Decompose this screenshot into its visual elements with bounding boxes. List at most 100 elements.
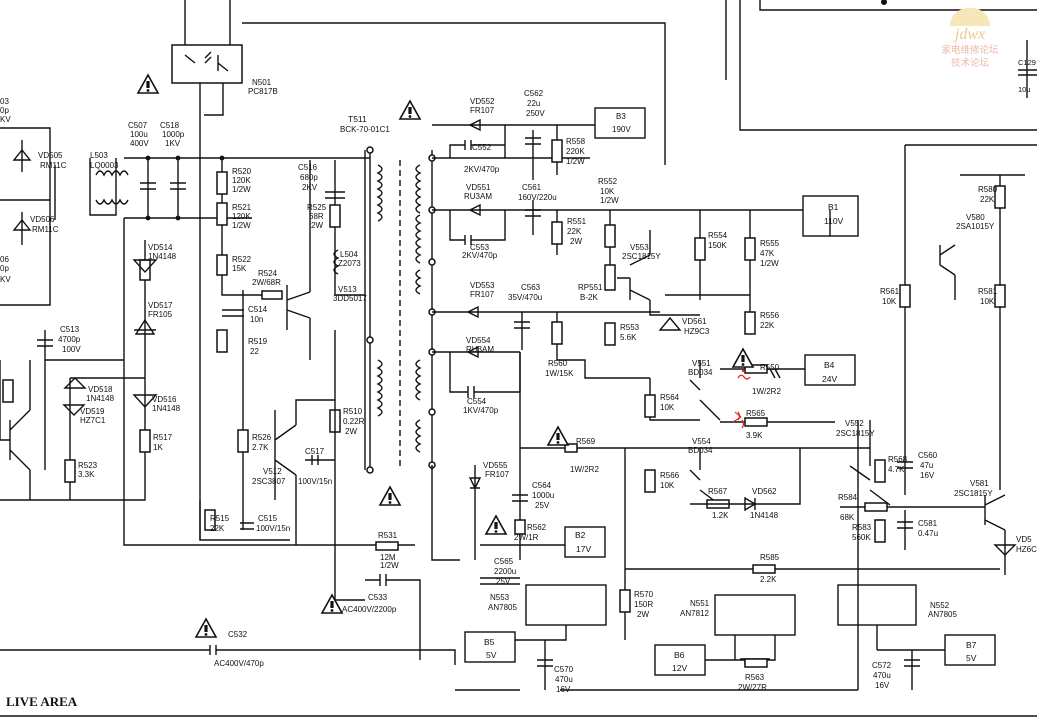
label-components-b3-0: B3 [616,112,626,121]
label-components-r569-0: R569 [576,437,596,446]
label-components-c581-0: C581 [918,519,938,528]
label-components-rp551-1: B-2K [580,293,598,302]
label-components-r558-0: R558 [566,137,586,146]
label-components-vd505-0: VD505 [38,151,63,160]
label-components-r563-1: 2W/27R [738,683,767,692]
label-components-r581-1: 10K [980,297,995,306]
watermark-brand: jdwx [954,26,986,43]
label-components-r517-1: 1K [153,443,163,452]
label-components-v554-0: V554 [692,437,711,446]
label-components-r555-0: R555 [760,239,780,248]
label-components-c552-1: 2KV/470p [464,165,500,174]
label-components-cut_a-1: 0p [0,106,9,115]
label-components-c564-0: C564 [532,481,552,490]
label-components-r521-0: R521 [232,203,252,212]
label-components-r531-1: 12M [380,553,396,562]
label-components-r531-2: 1/2W [380,561,399,570]
primary-parts [0,150,456,665]
label-components-c564-1: 1000u [532,491,554,500]
label-components-vd555-1: FR107 [485,470,510,479]
label-components-c554-1: 1KV/470p [463,406,499,415]
label-components-r522-0: R522 [232,255,252,264]
label-components-r570-2: 2W [637,610,649,619]
label-components-vd552-1: FR107 [470,106,495,115]
label-components-r580-1: 22K [980,195,995,204]
label-components-r550-0: R550 [760,363,780,372]
label-components-vd551-0: VD551 [466,183,491,192]
warning-icon [195,618,217,638]
label-components-r525-2: 2W [311,221,323,230]
label-components-r520-0: R520 [232,167,252,176]
label-components-vd517-1: FR105 [148,310,173,319]
label-components-r584-1: 68K [840,513,855,522]
label-components-r525-1: 68R [309,212,324,221]
label-components-c561-1: 160V/220u [518,193,557,202]
label-components-r566-1: 10K [660,481,675,490]
label-components-r556-1: 22K [760,321,775,330]
label-components-r556-0: R556 [760,311,780,320]
label-components-r520-1: 120K [232,176,251,185]
label-components-c513-0: C513 [60,325,80,334]
label-components-r570-0: R570 [634,590,654,599]
label-components-vd553-0: VD553 [470,281,495,290]
label-components-r555-1: 47K [760,249,775,258]
label-components-r562-1: 2W/1R [514,533,539,542]
label-components-r510-2: 2W [345,427,357,436]
label-components-r523-0: R523 [78,461,98,470]
label-components-c560-1: 47u [920,461,933,470]
label-components-v581-0: V581 [970,479,989,488]
label-components-l503-1: LQ0003 [90,161,119,170]
label-components-vd518-0: VD518 [88,385,113,394]
label-components-v513-0: V513 [338,285,357,294]
label-components-c507-1: 100u [130,130,148,139]
label-components-c581-1: 0.47u [918,529,938,538]
label-components-l504-1: Z2073 [338,259,361,268]
label-components-r526-1: 2.7K [252,443,269,452]
label-components-vd554-1: RU3AM [466,345,494,354]
warning-icon [321,594,343,614]
label-components-c518-2: 1KV [165,139,181,148]
label-components-b5-1: 5V [486,650,497,660]
label-components-c560-2: 16V [920,471,935,480]
label-components-c572-2: 16V [875,681,890,690]
label-components-v554-1: BD034 [688,446,713,455]
label-components-r522-1: 15K [232,264,247,273]
label-components-cut_b-0: 06 [0,255,9,264]
warning-icon [732,348,754,368]
label-components-c513-2: 100V [62,345,81,354]
label-components-b1-1: 110V [824,216,844,226]
label-components-c570-0: C570 [554,665,574,674]
label-components-r555-2: 1/2W [760,259,779,268]
label-components-r521-2: 1/2W [232,221,251,230]
label-components-rp551-0: RP551 [578,283,603,292]
label-components-r580-0: R580 [978,185,998,194]
label-components-r525-0: R525 [307,203,327,212]
label-components-vd554-0: VD554 [466,336,491,345]
label-components-r561-0: R561 [880,287,900,296]
label-components-c532-0: C532 [228,630,248,639]
label-components-c562-1: 22u [527,99,540,108]
label-components-v581-1: 2SC1815Y [954,489,993,498]
label-components-c533-1: AC400V/2200p [342,605,397,614]
label-components-n551-1: AN7812 [680,609,709,618]
label-components-c553-1: 2KV/470p [462,251,498,260]
label-components-n501-1: PC817B [248,87,278,96]
label-components-r553-1: 5.6K [620,333,637,342]
label-components-r583-0: R583 [852,523,872,532]
label-components-r562-0: R562 [527,523,547,532]
label-components-v551-1: BD034 [688,368,713,377]
label-components-c518-0: C518 [160,121,180,130]
label-components-vd551-1: RU3AM [464,192,492,201]
label-components-c515-1: 100V/15n [256,524,290,533]
label-components-c507-0: C507 [128,121,148,130]
label-components-r563-0: R563 [745,673,765,682]
watermark-line1: 家电维修论坛 [941,45,999,56]
label-components-c553-0: C553 [470,243,490,252]
label-components-r551-1: 22K [567,227,582,236]
label-components-r581-0: R581 [978,287,998,296]
label-components-r568-0: R568 [888,455,908,464]
label-components-r523-1: 3.3K [78,470,95,479]
sun-icon [950,8,990,26]
